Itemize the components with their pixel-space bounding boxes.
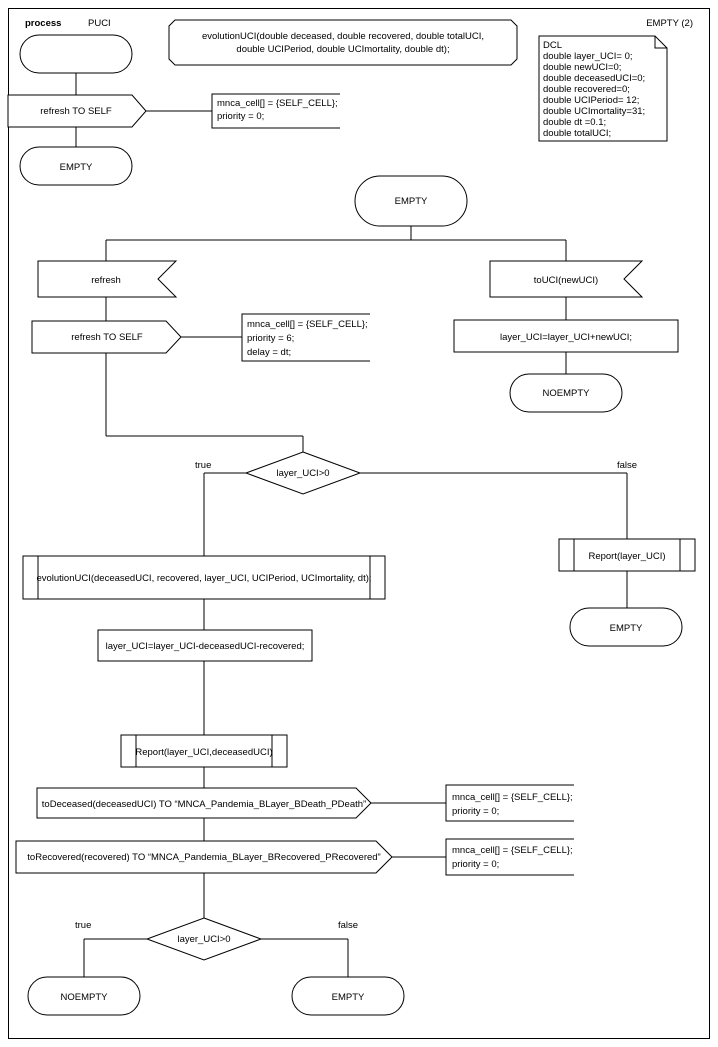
page-label: EMPTY (2) [646,18,693,29]
declaration-line: double recovered=0; [543,84,630,95]
state-label: NOEMPTY [543,388,591,399]
comment-line: priority = 0; [452,859,499,870]
procedure-signature: evolutionUCI(double deceased, double rec… [168,19,518,66]
comment-line: mnca_cell[] = {SELF_CELL}; [452,792,573,803]
output-label: toRecovered(recovered) TO “MNCA_Pandemia… [27,852,380,863]
decision-false-label: false [338,920,358,931]
input-label: refresh [91,275,121,286]
state-label: EMPTY [610,623,643,634]
comment-line: mnca_cell[] = {SELF_CELL}; [452,845,573,856]
state-empty-false [569,607,683,647]
input-label: toUCI(newUCI) [534,275,598,286]
output-refresh-self [31,320,182,354]
start-output-refresh [7,94,147,128]
start-comment: mnca_cell[] = {SELF_CELL}; priority = 0; [211,93,340,129]
comment-line: mnca_cell[] = {SELF_CELL}; [247,319,368,330]
comment-line: delay = dt; [247,347,291,358]
call-report-layer-uci [558,538,696,572]
deceased-comment: mnca_cell[] = {SELF_CELL}; priority = 0; [445,784,574,822]
input-refresh [37,260,178,298]
decision-layer-uci-positive [244,451,362,495]
state-empty-final [291,976,405,1016]
comment-line: priority = 0; [452,806,499,817]
state-label: EMPTY [395,196,428,207]
comment-line: mnca_cell[] = {SELF_CELL}; [217,98,338,109]
declaration-line: double deceasedUCI=0; [543,73,645,84]
signature-line-1: evolutionUCI(double deceased, double rec… [202,31,484,42]
decision-true-label: true [195,460,211,471]
call-report-layer-deceased [120,734,288,768]
call-label: Report(layer_UCI) [588,551,665,562]
state-label: EMPTY [60,162,93,173]
declaration-line: double layer_UCI= 0; [543,51,633,62]
decision-label: layer_UCI>0 [177,934,230,945]
process-name: PUCI [88,18,111,29]
recovered-comment: mnca_cell[] = {SELF_CELL}; priority = 0; [445,838,574,876]
call-label: evolutionUCI(deceasedUCI, recovered, lay… [36,573,371,584]
start-symbol [19,34,133,74]
state-label: NOEMPTY [61,992,109,1003]
comment-line: priority = 6; [247,333,294,344]
output-to-recovered [15,840,393,874]
declaration-line: DCL [543,40,562,51]
decision-layer-uci-positive-2 [145,917,263,961]
call-label: Report(layer_UCI,deceasedUCI) [135,747,272,758]
declaration-line: double UCImortality=31; [543,106,645,117]
signature-line-2: double UCIPeriod, double UCImortality, d… [236,44,449,55]
task-update-layer-uci [97,629,313,662]
declaration-line: double UCIPeriod= 12; [543,95,639,106]
decision-false-label: false [617,460,637,471]
task-label: layer_UCI=layer_UCI+newUCI; [500,332,632,343]
output-label: toDeceased(deceasedUCI) TO “MNCA_Pandemi… [42,799,366,810]
declaration-line: double newUCI=0; [543,62,621,73]
declaration-block: DCL double layer_UCI= 0; double newUCI=0… [538,35,668,142]
task-label: layer_UCI=layer_UCI-deceasedUCI-recovere… [106,641,305,652]
process-keyword: process [25,18,61,29]
start-output-label: refresh TO SELF [40,106,112,117]
state-label: EMPTY [332,992,365,1003]
state-noempty-touci [509,373,623,413]
state-empty-start [19,146,133,186]
comment-line: priority = 0; [217,111,264,122]
input-touci [489,260,644,298]
output-to-deceased [36,787,372,819]
call-evolution-uci [22,555,386,600]
decision-true-label: true [75,920,91,931]
declaration-line: double dt =0.1; [543,117,606,128]
declaration-line: double totalUCI; [543,128,611,139]
task-add-new-uci [453,319,679,353]
decision-label: layer_UCI>0 [276,468,329,479]
refresh-comment: mnca_cell[] = {SELF_CELL}; priority = 6;… [241,313,370,362]
output-label: refresh TO SELF [71,332,143,343]
state-noempty-final [27,976,141,1016]
